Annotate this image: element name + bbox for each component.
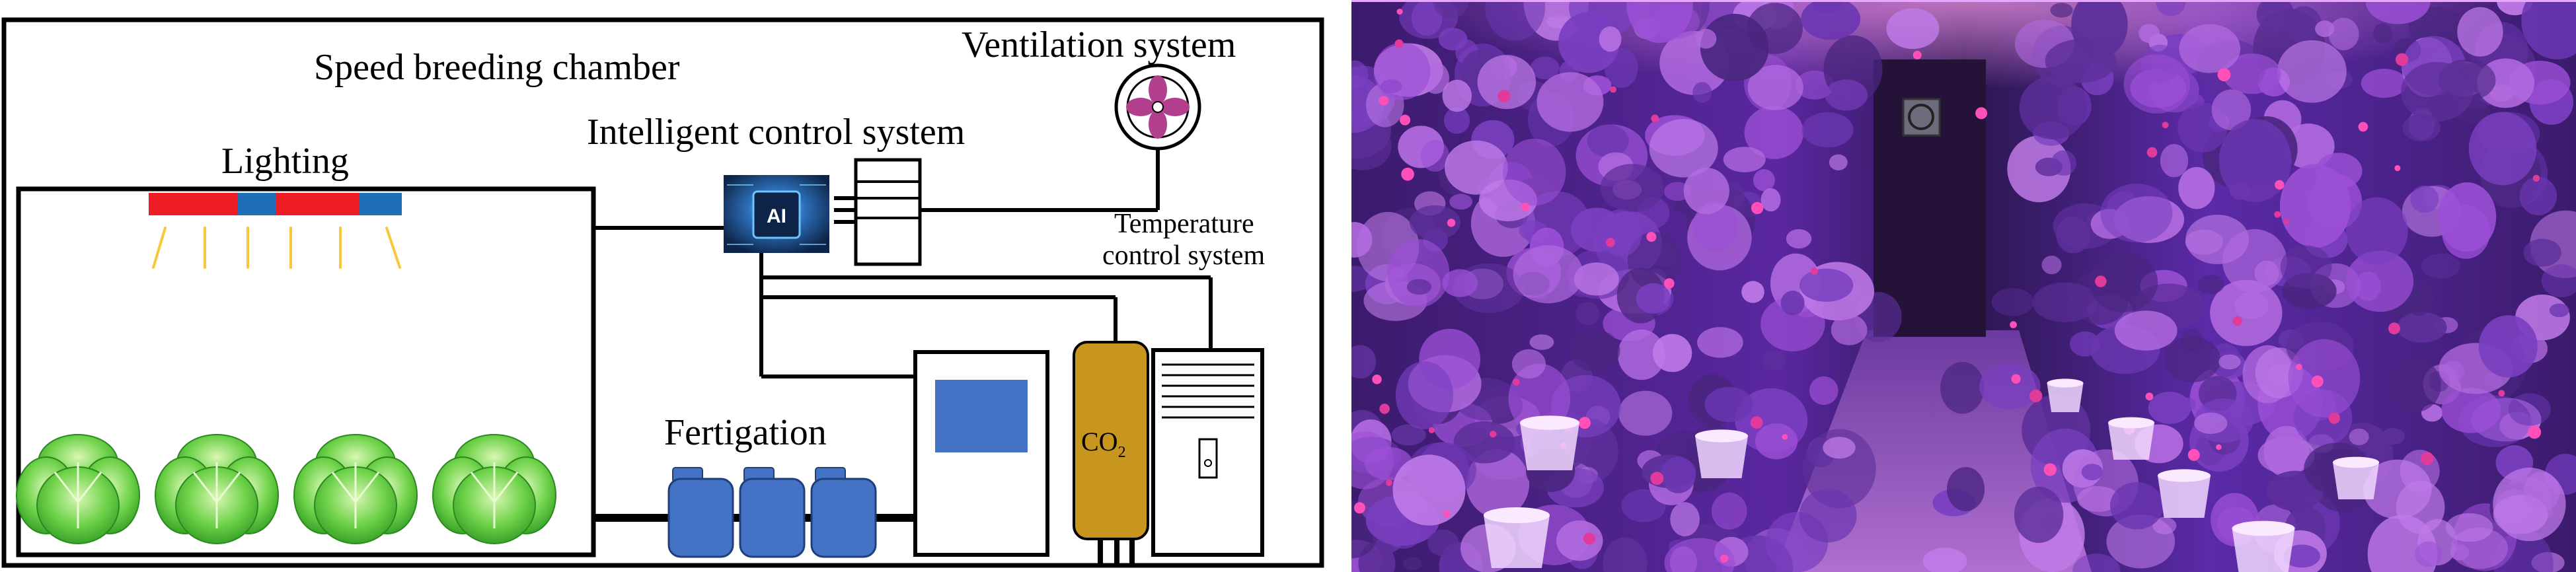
greenhouse-photo (1351, 0, 2576, 572)
ai-chip-label: AI (767, 205, 786, 227)
plant-foliage (1351, 0, 2576, 572)
chamber-title: Speed breeding chamber (314, 47, 680, 88)
temperature-label-line1: Temperature (1114, 209, 1254, 239)
co2-label: CO2 (1081, 427, 1126, 461)
lighting-bar-icon (149, 193, 402, 269)
temperature-label-line2: control system (1102, 240, 1265, 271)
ventilation-fan-icon (1114, 63, 1201, 151)
greenhouse-photo-illustration (1351, 0, 2576, 572)
lettuce-icon (293, 434, 418, 544)
lighting-label: Lighting (221, 141, 349, 182)
intelligent-control-label: Intelligent control system (587, 112, 965, 153)
fertigation-label: Fertigation (664, 412, 827, 453)
co2-tank-icon: CO2 (1073, 341, 1149, 540)
plant-pots (1484, 378, 2379, 572)
growth-room (16, 186, 596, 557)
ventilation-label: Ventilation system (962, 24, 1236, 65)
lettuce-row (16, 434, 556, 544)
nutrient-unit-icon (913, 350, 1049, 557)
chamber-frame (1, 17, 1324, 568)
lettuce-icon (155, 434, 279, 544)
air-conditioner-icon (1151, 348, 1264, 557)
lettuce-icon (432, 434, 556, 544)
lettuce-icon (16, 434, 140, 544)
control-cabinet-icon (854, 158, 922, 266)
ai-chip-icon: AI (724, 175, 829, 253)
fertigation-tank-icon (667, 467, 877, 558)
speed-breeding-diagram: Speed breeding chamber Ventilation syste… (1, 17, 1324, 568)
